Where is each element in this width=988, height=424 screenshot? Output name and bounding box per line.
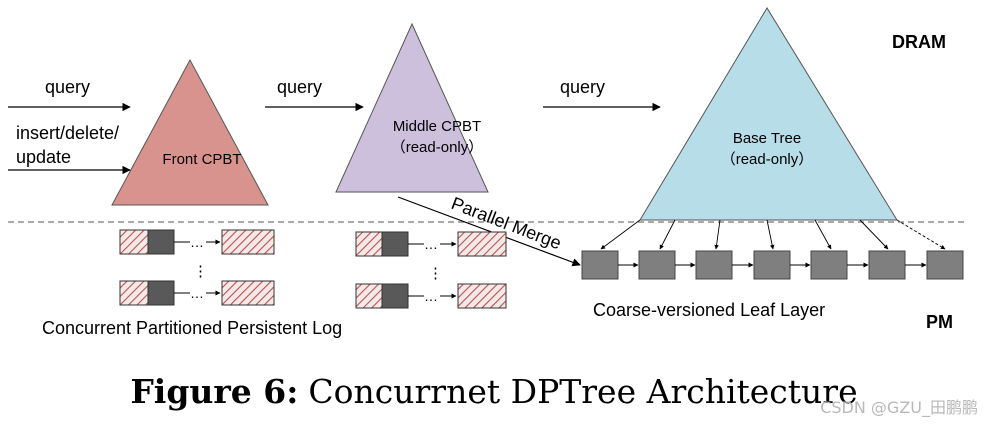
log-entry-hatched [221, 280, 275, 306]
log-entry-hatched [119, 229, 149, 255]
leaf-pointer [766, 219, 775, 250]
log-entry-hatched [119, 280, 149, 306]
leaf-node [868, 250, 906, 280]
leaf-layer-label: Coarse-versioned Leaf Layer [593, 300, 825, 320]
pm-label: PM [926, 312, 953, 332]
middle-cpbt-tree [335, 22, 489, 193]
log-vertical-ellipsis: ⋮ [428, 265, 443, 282]
log-ellipsis: … [190, 234, 204, 250]
front-cpbt-tree [111, 58, 269, 206]
log-partition-group-2: … ⋮ … [355, 231, 507, 309]
watermark: CSDN @GZU_田鹏鹏 [820, 398, 978, 417]
leaf-node [581, 250, 619, 280]
leaf-pointer [814, 219, 832, 250]
leaf-layer [581, 219, 964, 280]
middle-cpbt-label: Middle CPBT [393, 118, 481, 135]
figure-caption: Figure 6:Concurrnet DPTree Architecture [0, 372, 988, 411]
log-entry-hatched [457, 231, 507, 257]
log-entry-head [381, 283, 409, 309]
dram-label: DRAM [892, 32, 946, 52]
base-tree [639, 7, 898, 221]
log-ellipsis: … [190, 285, 204, 301]
query-label-3: query [560, 77, 605, 97]
log-entry-head [381, 231, 409, 257]
leaf-pointer [859, 219, 889, 250]
figure-title: Concurrnet DPTree Architecture [308, 372, 858, 411]
leaf-node [810, 250, 848, 280]
log-entry-head [147, 229, 175, 255]
leaf-node [638, 250, 676, 280]
insert-delete-label: insert/delete/ [16, 123, 119, 143]
leaf-node [695, 250, 733, 280]
parallel-merge-arrow [397, 196, 581, 267]
log-ellipsis: … [424, 236, 438, 252]
log-label: Concurrent Partitioned Persistent Log [42, 318, 342, 338]
leaf-pointer [714, 219, 721, 250]
middle-readonly-label: （read-only） [391, 139, 484, 156]
leaf-node [926, 250, 964, 280]
log-entry-hatched [221, 229, 275, 255]
log-partition-group-1: … ⋮ … [119, 229, 275, 306]
base-readonly-label: （read-only） [721, 151, 814, 168]
leaf-pointer [896, 219, 946, 250]
leaf-node [753, 250, 791, 280]
leaf-pointer [600, 219, 641, 250]
query-label-2: query [277, 77, 322, 97]
figure-number: Figure 6: [130, 372, 299, 411]
base-tree-label: Base Tree [733, 130, 801, 147]
front-cpbt-label: Front CPBT [162, 151, 241, 168]
query-label-1: query [45, 77, 90, 97]
leaf-pointer [659, 219, 676, 250]
update-label: update [16, 147, 71, 167]
log-ellipsis: … [424, 288, 438, 304]
log-vertical-ellipsis: ⋮ [193, 263, 208, 280]
log-entry-head [147, 280, 175, 306]
log-entry-hatched [355, 231, 383, 257]
log-entry-hatched [457, 283, 507, 309]
log-entry-hatched [355, 283, 383, 309]
